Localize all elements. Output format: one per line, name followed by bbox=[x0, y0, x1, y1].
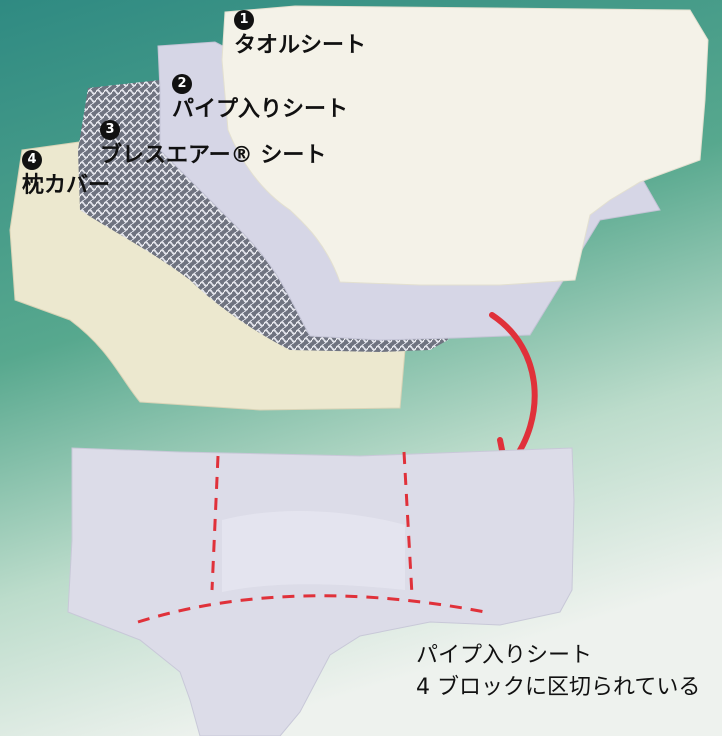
dashed-divider-right bbox=[402, 451, 414, 596]
pipe-sheet-pillow-bulge bbox=[222, 510, 405, 592]
layer-name: ブレスエアー® シート bbox=[100, 143, 327, 168]
layer-label-pillow-cover: 4 枕カバー bbox=[22, 150, 110, 200]
caption-line-2: 4 ブロックに区切られている bbox=[416, 674, 701, 700]
pipe-sheet-caption: パイプ入りシート 4 ブロックに区切られている bbox=[416, 640, 700, 704]
red-arrow bbox=[489, 312, 538, 465]
dashed-divider-curve bbox=[137, 594, 486, 624]
layer-label-towel: 1 タオルシート bbox=[234, 10, 366, 60]
pipe-sheet-blocks bbox=[67, 447, 575, 736]
dashed-divider-left bbox=[210, 455, 220, 591]
layer-name: 枕カバー bbox=[22, 173, 111, 198]
layer-number-badge: 4 bbox=[22, 150, 42, 170]
layer-number-badge: 2 bbox=[172, 74, 192, 94]
towel-sheet bbox=[221, 5, 709, 286]
layer-name: パイプ入りシート bbox=[172, 97, 349, 122]
layer-label-pipe-sheet: 2 パイプ入りシート bbox=[172, 74, 348, 124]
layer-name: タオルシート bbox=[234, 33, 367, 58]
layer-label-breathair: 3 ブレスエアー® シート bbox=[100, 120, 326, 170]
layer-number-badge: 1 bbox=[234, 10, 254, 30]
layer-number-badge: 3 bbox=[100, 120, 120, 140]
caption-line-1: パイプ入りシート bbox=[416, 643, 593, 668]
